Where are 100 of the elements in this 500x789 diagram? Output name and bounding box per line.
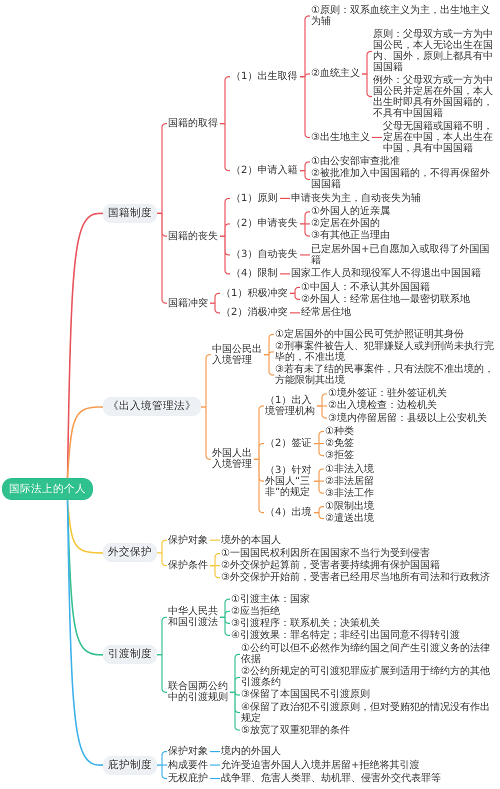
main-topic: 庇护制度 <box>103 756 157 775</box>
subtopic-label: 境外的本国人 <box>220 534 283 546</box>
connector-line <box>220 616 230 636</box>
connector-line <box>280 198 290 200</box>
subtopic-label: ③非法工作 <box>324 488 376 499</box>
subtopic-label: 经常居住地 <box>300 307 353 318</box>
subtopic-label: 保护对象 <box>167 746 210 758</box>
subtopic-label: 境内的外国人 <box>220 746 283 758</box>
subtopic-label: ①中国人：不承认其外国国籍 <box>300 282 432 293</box>
subtopic-label: ②公约所规定的可引渡犯罪应扩展到适用于缔约方的其他引渡条约 <box>240 666 492 688</box>
subtopic-label: 父母无国籍或国籍不明，定居在中国，本人出生在中国，具有中国国籍 <box>382 120 495 154</box>
branch-curve <box>66 212 103 478</box>
connector-line <box>201 406 211 460</box>
connector-line <box>290 292 300 300</box>
subtopic-label: （3）自动丧失 <box>230 249 300 260</box>
main-topic: 外交保护 <box>103 543 157 562</box>
subtopic-label: ⑤放宽了双重犯罪的条件 <box>240 724 352 736</box>
subtopic-label: ②定居在外国的 <box>310 218 382 230</box>
connector-line <box>230 692 240 731</box>
subtopic-label: ②刑事案件被告人、犯罪嫌疑人或判刑尚未执行完毕的，不准出境 <box>274 340 496 363</box>
subtopic-label: ①原则：双系血统主义为主，出生地主义为辅 <box>310 5 492 27</box>
connector-line <box>280 273 290 274</box>
subtopic-label: 国籍的丧失 <box>167 230 220 242</box>
connector-line <box>372 136 382 138</box>
branch-curve <box>66 406 103 478</box>
subtopic-label: ④引渡效果：罪名特定；非经引出国同意不得转引渡 <box>230 630 462 641</box>
subtopic-label: （4）限制 <box>230 268 280 280</box>
connector-line <box>210 764 220 766</box>
subtopic-label: 保护条件 <box>167 560 210 572</box>
subtopic-label: ③拒签 <box>324 450 356 462</box>
connector-line <box>220 123 230 172</box>
subtopic-label: 保护对象 <box>167 534 210 546</box>
subtopic-label: ①种类 <box>324 426 356 437</box>
subtopic-label: ①一国国民权利因所在国国家不当行为受到侵害 <box>220 548 432 560</box>
subtopic-label: （3）针对外国人“三非”的规定 <box>264 464 314 498</box>
subtopic-label: ③外交保护开始前，受害者已经用尽当地所有司法和行政救济 <box>220 572 492 584</box>
subtopic-label: ①外国人的近亲属 <box>310 206 392 218</box>
subtopic-label: ④保留了政治犯不引渡原则，但对受贿犯的情况没有作出规定 <box>240 702 492 724</box>
connector-line <box>314 480 324 494</box>
connector-line <box>300 170 310 180</box>
subtopic-label: ①由公安部审查批准 <box>310 156 402 168</box>
subtopic-label: 联合国两公约中的引渡规则 <box>167 681 230 704</box>
subtopic-label: 国籍冲突 <box>167 298 210 309</box>
subtopic-label: ②被批准加入中国国籍的，不得再保留外国国籍 <box>310 168 492 190</box>
subtopic-label: ②外国人：经常居住地—最密切联系地 <box>300 294 472 305</box>
connector-line <box>210 565 220 578</box>
subtopic-label: ①公约可以但不必然作为缔约国之间产生引渡义务的法律依据 <box>240 643 492 666</box>
subtopic-label: 无权庇护 <box>167 773 210 784</box>
subtopic-label: 原则：父母双方或一方为中国公民，本人无论出生在国内、国外，原则上都具有中国国籍 <box>372 29 495 74</box>
connector-line <box>157 764 167 780</box>
subtopic-label: 战争罪、危害人类罪、劫机罪、侵害外交代表罪等 <box>220 773 443 784</box>
main-topic: 国籍制度 <box>103 204 157 223</box>
subtopic-label: ③若有未了结的民事案件，只有法院不准出境的，方能限制其出境 <box>274 364 496 386</box>
connector-line <box>300 254 310 256</box>
subtopic-label: （1）原则 <box>230 192 280 204</box>
connector-line <box>317 405 327 419</box>
connector-line <box>254 458 264 514</box>
subtopic-label: ②免签 <box>324 438 356 450</box>
connector-line <box>210 540 220 541</box>
subtopic-label: ②非法居留 <box>324 476 376 487</box>
subtopic-label: （1）积极冲突 <box>220 288 290 299</box>
subtopic-label: ②血统主义 <box>310 68 362 80</box>
subtopic-label: （2）签证 <box>264 438 314 450</box>
connector-line <box>300 223 310 237</box>
subtopic-label: ②外交保护起算前，受害者要持续拥有保护国国籍 <box>220 560 442 572</box>
subtopic-label: （2）申请丧失 <box>230 218 300 230</box>
subtopic-label: （1）出生取得 <box>230 71 300 82</box>
connector-line <box>314 512 324 520</box>
subtopic-label: ②遣送出境 <box>324 513 376 524</box>
subtopic-label: ②应当拒绝 <box>230 606 282 617</box>
subtopic-label: ③出生地主义 <box>310 132 372 143</box>
subtopic-label: ①定居国外的中国公民可凭护照证明其身份 <box>274 328 466 340</box>
subtopic-label: ①限制出境 <box>324 501 376 512</box>
connector-line <box>300 76 310 138</box>
subtopic-label: ①境外签证：驻外签证机关 <box>327 388 449 400</box>
subtopic-label: 外国人出入境管理 <box>211 448 254 470</box>
subtopic-label: ①非法入境 <box>324 464 376 475</box>
subtopic-label: 例外：父母双方或一方为中国公民并定居在外国，本人出生时即具有外国国籍的，不具有中国国籍 <box>372 74 495 118</box>
subtopic-label: 构成要件 <box>167 760 210 771</box>
subtopic-label: ②出入境检查：边检机关 <box>327 400 439 412</box>
subtopic-label: （4）出境 <box>264 507 314 518</box>
branch-curve <box>66 500 103 766</box>
connector-line <box>157 552 167 566</box>
connector-line <box>157 212 167 304</box>
subtopic-label: （2）消极冲突 <box>220 307 290 318</box>
subtopic-label: 中国公民出入境管理 <box>211 344 264 366</box>
connector-line <box>220 236 230 274</box>
subtopic-label: （1）出入境管理机构 <box>264 394 317 417</box>
subtopic-label: 国家工作人员和现役军人不得退出中国国籍 <box>290 268 483 280</box>
connector-line <box>210 751 220 752</box>
connector-line <box>210 302 220 314</box>
subtopic-label: 已定居外国+已自愿加入或取得了外国国籍 <box>310 244 492 266</box>
subtopic-label: ③保留了本国国民不引渡原则 <box>240 689 372 700</box>
central-topic: 国际法上的个人 <box>2 478 93 500</box>
connector-line <box>157 654 167 693</box>
connector-line <box>210 778 220 780</box>
subtopic-label: ③境内停留居留：县级以上公安机关 <box>327 412 489 424</box>
connector-line <box>314 442 324 456</box>
subtopic-label: ③有其他正当理由 <box>310 230 392 242</box>
main-topic: 引渡制度 <box>103 645 157 664</box>
